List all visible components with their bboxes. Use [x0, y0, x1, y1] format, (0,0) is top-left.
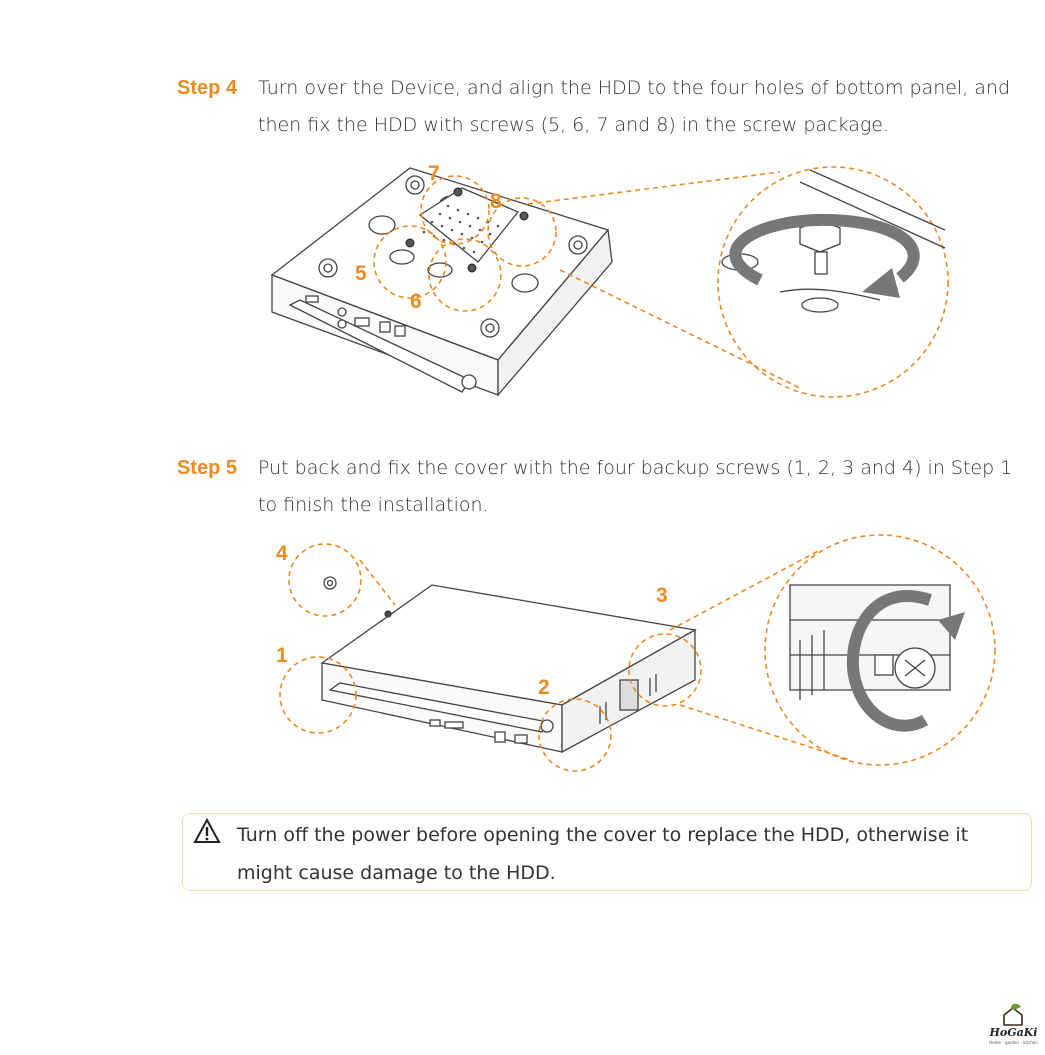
step-5-illustration: 4 3 1 2 [276, 534, 996, 772]
callout-7: 7 [428, 162, 440, 185]
step-4-label: Step 4 [177, 77, 238, 99]
warning-triangle-icon [193, 817, 221, 848]
step-5-label: Step 5 [177, 457, 238, 479]
step-5: Step 5 Put back and fix the cover with t… [177, 450, 1037, 524]
step-4-text: Turn over the Device, and align the HDD … [258, 77, 1011, 136]
callout-8: 8 [490, 190, 502, 213]
house-leaf-icon [1003, 1003, 1023, 1026]
warning-text: Turn off the power before opening the co… [237, 824, 969, 884]
logo-name: HoGaKi [989, 1026, 1038, 1039]
logo-tagline: Home - garden - kitchen [989, 1040, 1038, 1045]
callout-5: 5 [355, 262, 367, 285]
step-4-illustration: 7 8 5 6 [270, 162, 949, 398]
hogaki-logo: HoGaKi Home - garden - kitchen [986, 1003, 1041, 1051]
callout-1: 1 [276, 644, 288, 667]
callout-3: 3 [656, 584, 668, 607]
callout-4: 4 [276, 542, 288, 565]
step-5-text: Put back and fix the cover with the four… [258, 457, 1013, 516]
callout-6: 6 [410, 290, 422, 313]
callout-2: 2 [538, 676, 550, 699]
step-4: Step 4 Turn over the Device, and align t… [177, 70, 1037, 144]
warning-callout: Turn off the power before opening the co… [182, 813, 1032, 891]
